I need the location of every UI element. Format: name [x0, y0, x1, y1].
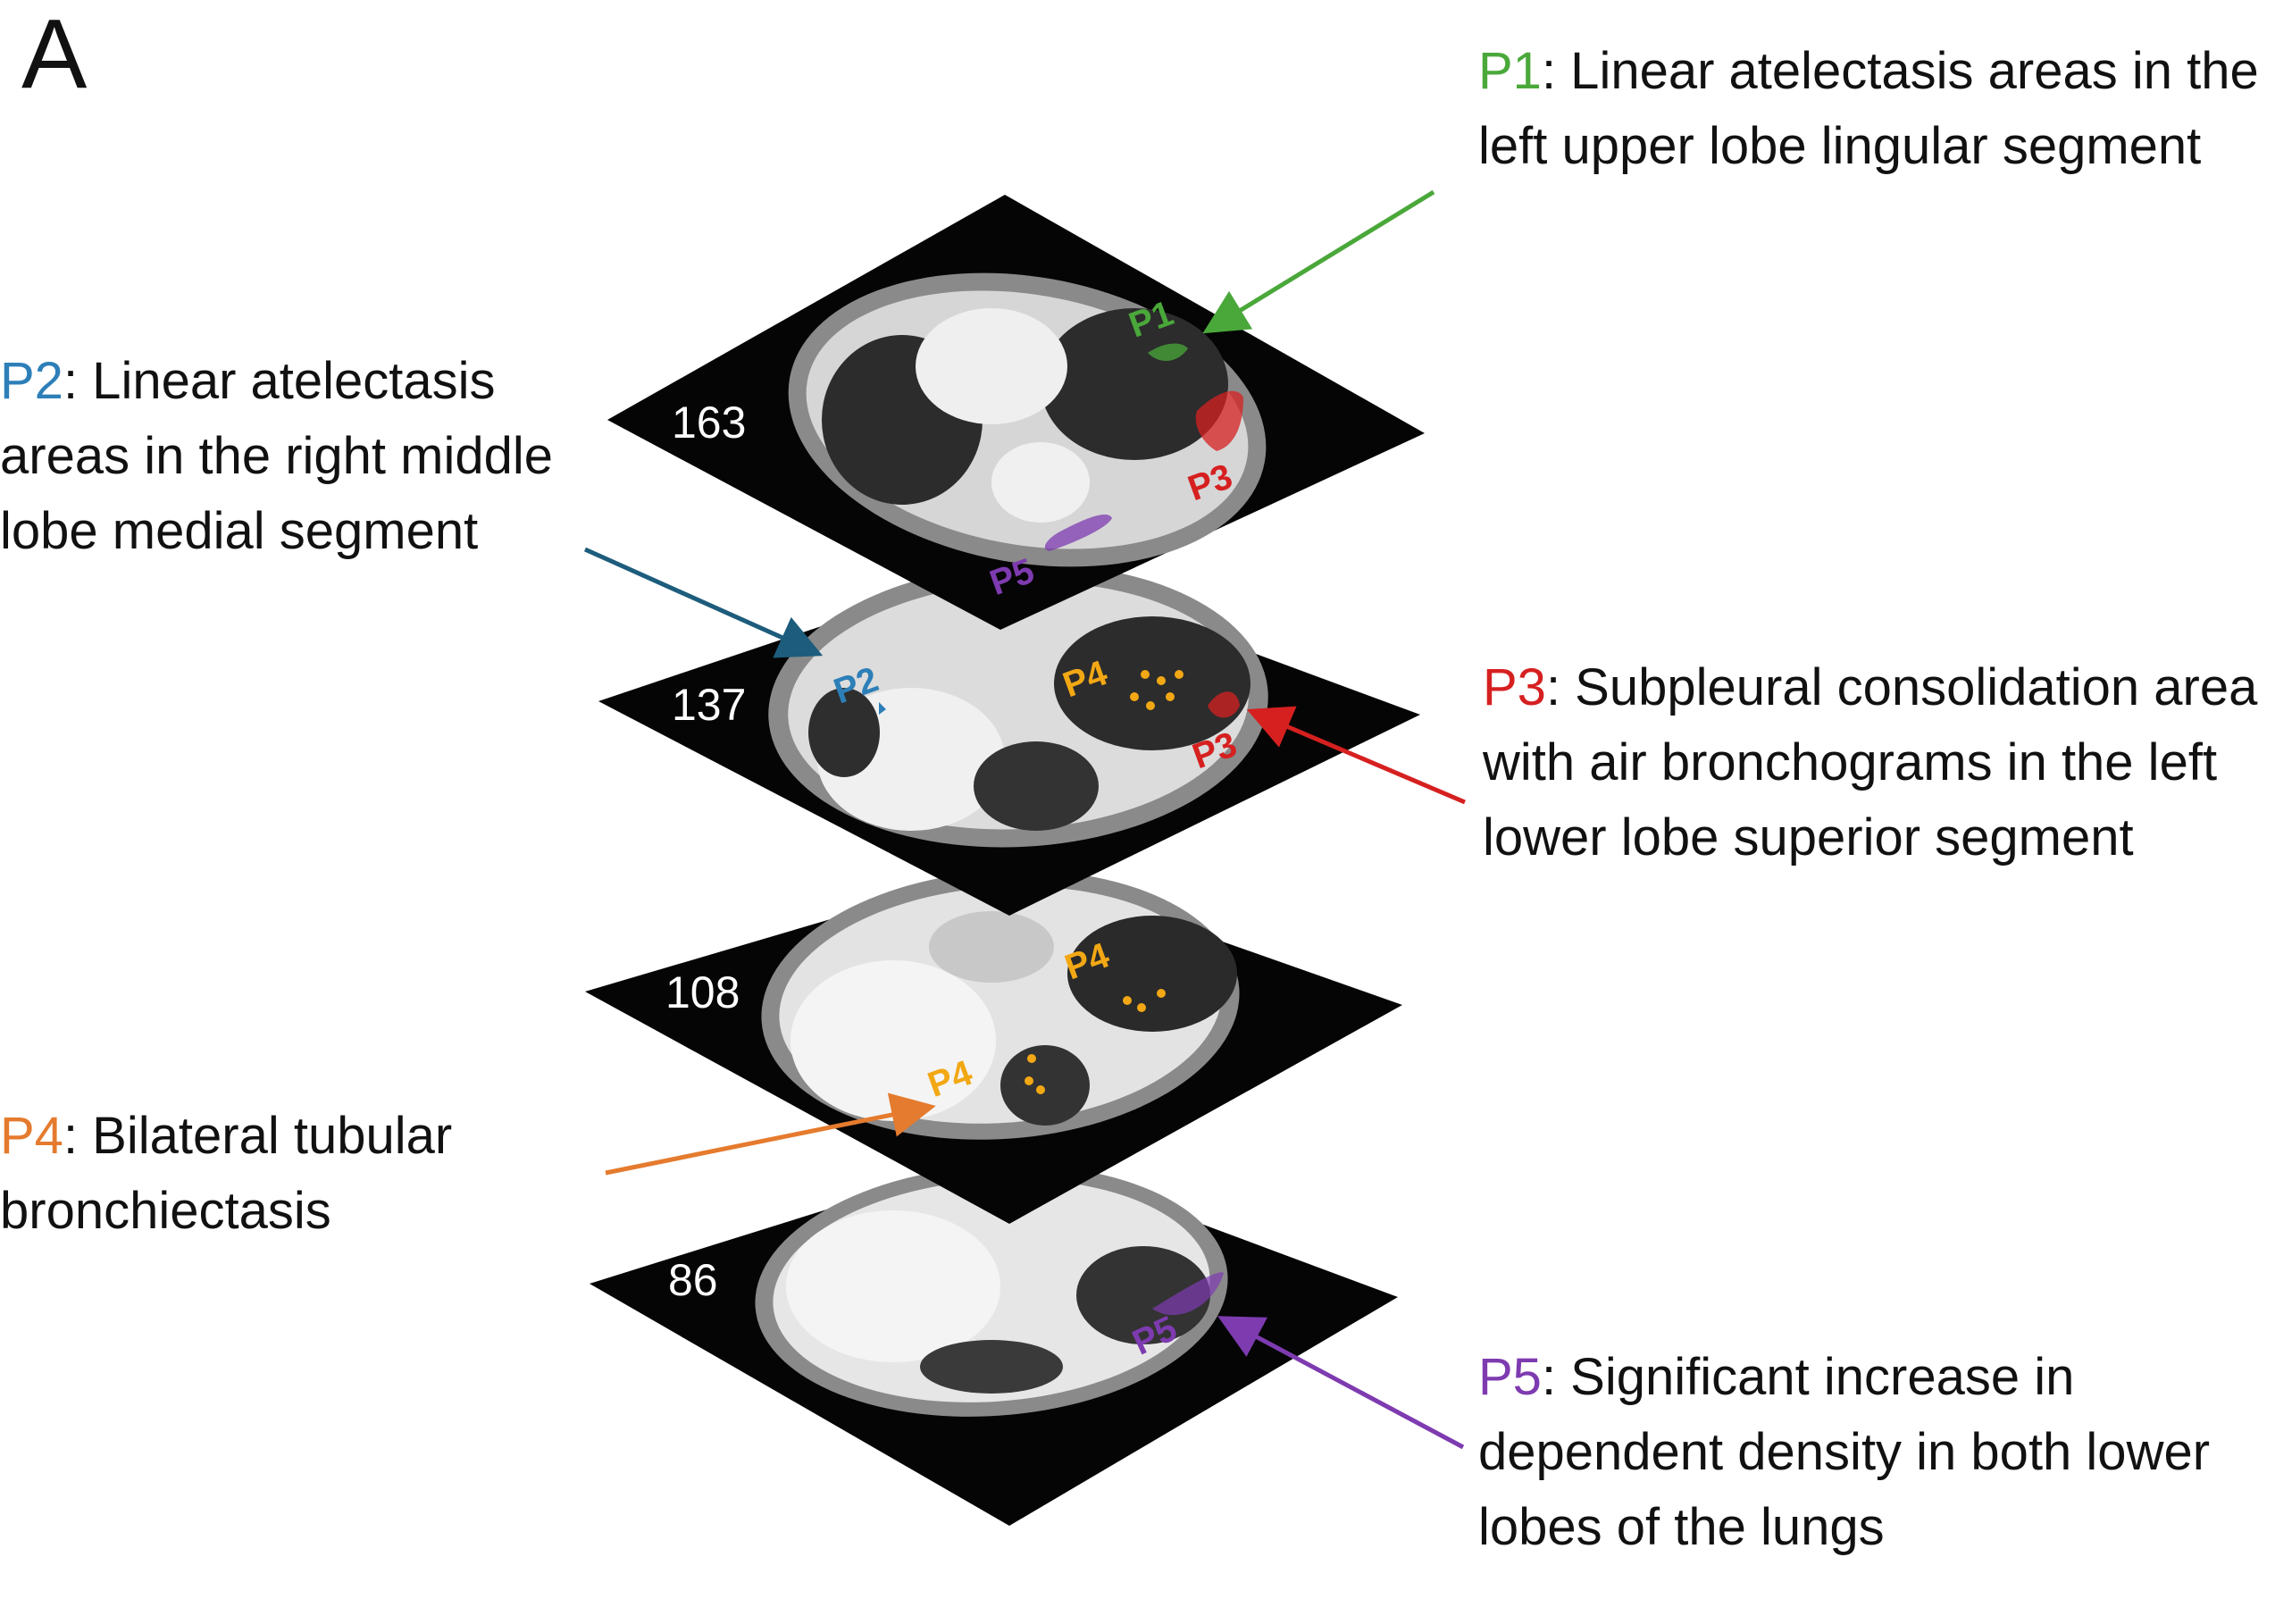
- annotation-p3-text: : Subpleural consolidation area with air…: [1483, 658, 2258, 866]
- slice-number-86: 86: [668, 1255, 718, 1305]
- arrow-p1: [1202, 189, 1435, 334]
- annotation-p4: P4: Bilateral tubular bronchiectasis: [0, 1099, 572, 1249]
- annotation-p4-tag: P4: [0, 1107, 63, 1165]
- arrow-p3: [1246, 706, 1466, 805]
- annotation-p5-tag: P5: [1478, 1348, 1542, 1406]
- arrow-p4: [605, 1092, 936, 1176]
- slice-number-137: 137: [672, 680, 746, 730]
- annotation-p3: P3: Subpleural consolidation area with a…: [1483, 650, 2269, 875]
- annotation-p1-text: : Linear atelectasis areas in the left u…: [1478, 42, 2259, 175]
- annotation-p2-text: : Linear atelectasis areas in the right …: [0, 352, 553, 560]
- annotation-p1-tag: P1: [1478, 42, 1542, 100]
- annotation-p4-text: : Bilateral tubular bronchiectasis: [0, 1107, 453, 1240]
- annotation-p1: P1: Linear atelectasis areas in the left…: [1478, 34, 2264, 184]
- ct-slice-86: 86 P5: [590, 1152, 1398, 1526]
- annotation-p5-text: : Significant increase in dependent dens…: [1478, 1348, 2211, 1556]
- slice-number-163: 163: [672, 398, 746, 448]
- annotation-p2: P2: Linear atelectasis areas in the righ…: [0, 344, 590, 569]
- annotation-p5: P5: Significant increase in dependent de…: [1478, 1340, 2246, 1565]
- slice-number-108: 108: [665, 967, 740, 1017]
- panel-letter: A: [21, 0, 88, 109]
- ct-slice-163: 163 P1 P3 P5: [607, 195, 1425, 630]
- ct-slice-108: 108 P4 P4: [585, 866, 1402, 1224]
- arrow-p5: [1217, 1316, 1465, 1450]
- annotation-p3-tag: P3: [1483, 658, 1546, 716]
- arrow-p2: [583, 547, 824, 658]
- annotation-p2-tag: P2: [0, 352, 63, 410]
